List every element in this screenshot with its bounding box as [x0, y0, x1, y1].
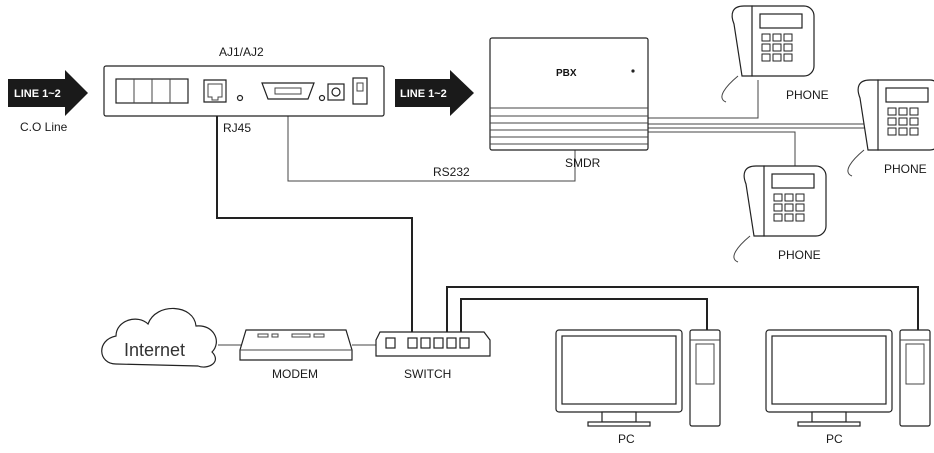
- line-output-arrow: LINE 1~2: [395, 70, 474, 116]
- pc-right-icon: [765, 329, 931, 427]
- phone-top-label: PHONE: [786, 88, 829, 102]
- line-right-label: LINE 1~2: [400, 88, 447, 100]
- pc-left-label: PC: [618, 432, 635, 446]
- rs232-cable: [287, 102, 576, 182]
- phone-bottom-label: PHONE: [778, 248, 821, 262]
- phone-right-icon: [847, 79, 934, 177]
- rj45-cable: [216, 103, 413, 340]
- internet-cloud-icon: Internet: [101, 307, 217, 368]
- switch-to-pc-right-cable: [446, 286, 919, 340]
- phone-top-icon: [721, 5, 815, 103]
- line-left-label: LINE 1~2: [14, 88, 61, 100]
- pbx-unit: PBX: [489, 37, 649, 151]
- aj-device: [103, 65, 385, 117]
- switch-label: SWITCH: [404, 367, 451, 381]
- rj45-label: RJ45: [223, 121, 251, 135]
- co-line-label: C.O Line: [20, 120, 68, 134]
- pbx-to-phone-bottom-cable: [648, 131, 796, 168]
- line-input-arrow: LINE 1~2: [8, 70, 88, 116]
- phone-bottom-icon: [733, 165, 827, 263]
- modem-device: [239, 329, 353, 361]
- internet-label: Internet: [124, 340, 185, 360]
- switch-device: [375, 331, 491, 357]
- pbx-to-phone-top-cable: [648, 80, 759, 119]
- phone-right-label: PHONE: [884, 162, 927, 176]
- device-name-label: AJ1/AJ2: [219, 45, 264, 59]
- rs232-label: RS232: [433, 165, 470, 179]
- switch-to-pc-left-cable: [460, 298, 708, 340]
- pc-right-label: PC: [826, 432, 843, 446]
- modem-label: MODEM: [272, 367, 318, 381]
- pc-left-icon: [555, 329, 721, 427]
- smdr-label: SMDR: [565, 156, 601, 170]
- pbx-label: PBX: [556, 68, 577, 79]
